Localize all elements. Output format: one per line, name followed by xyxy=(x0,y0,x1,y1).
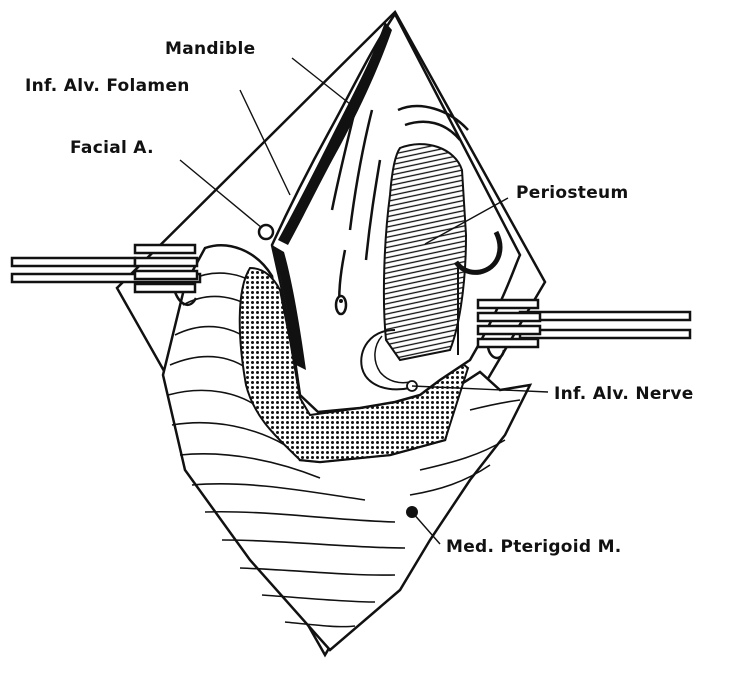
label-med-pterigoid: Med. Pterigoid M. xyxy=(446,537,622,557)
med-pterigoid-marker xyxy=(406,506,418,518)
periosteum-flap xyxy=(384,144,466,360)
label-periosteum: Periosteum xyxy=(516,183,628,203)
right-retractor xyxy=(478,300,690,358)
label-inf-alv-nerve: Inf. Alv. Nerve xyxy=(554,384,694,404)
label-mandible: Mandible xyxy=(165,39,255,59)
inf-alv-foramen xyxy=(336,296,346,314)
label-facial-artery: Facial A. xyxy=(70,138,154,158)
label-inf-alv-foramen: Inf. Alv. Folamen xyxy=(25,76,190,96)
